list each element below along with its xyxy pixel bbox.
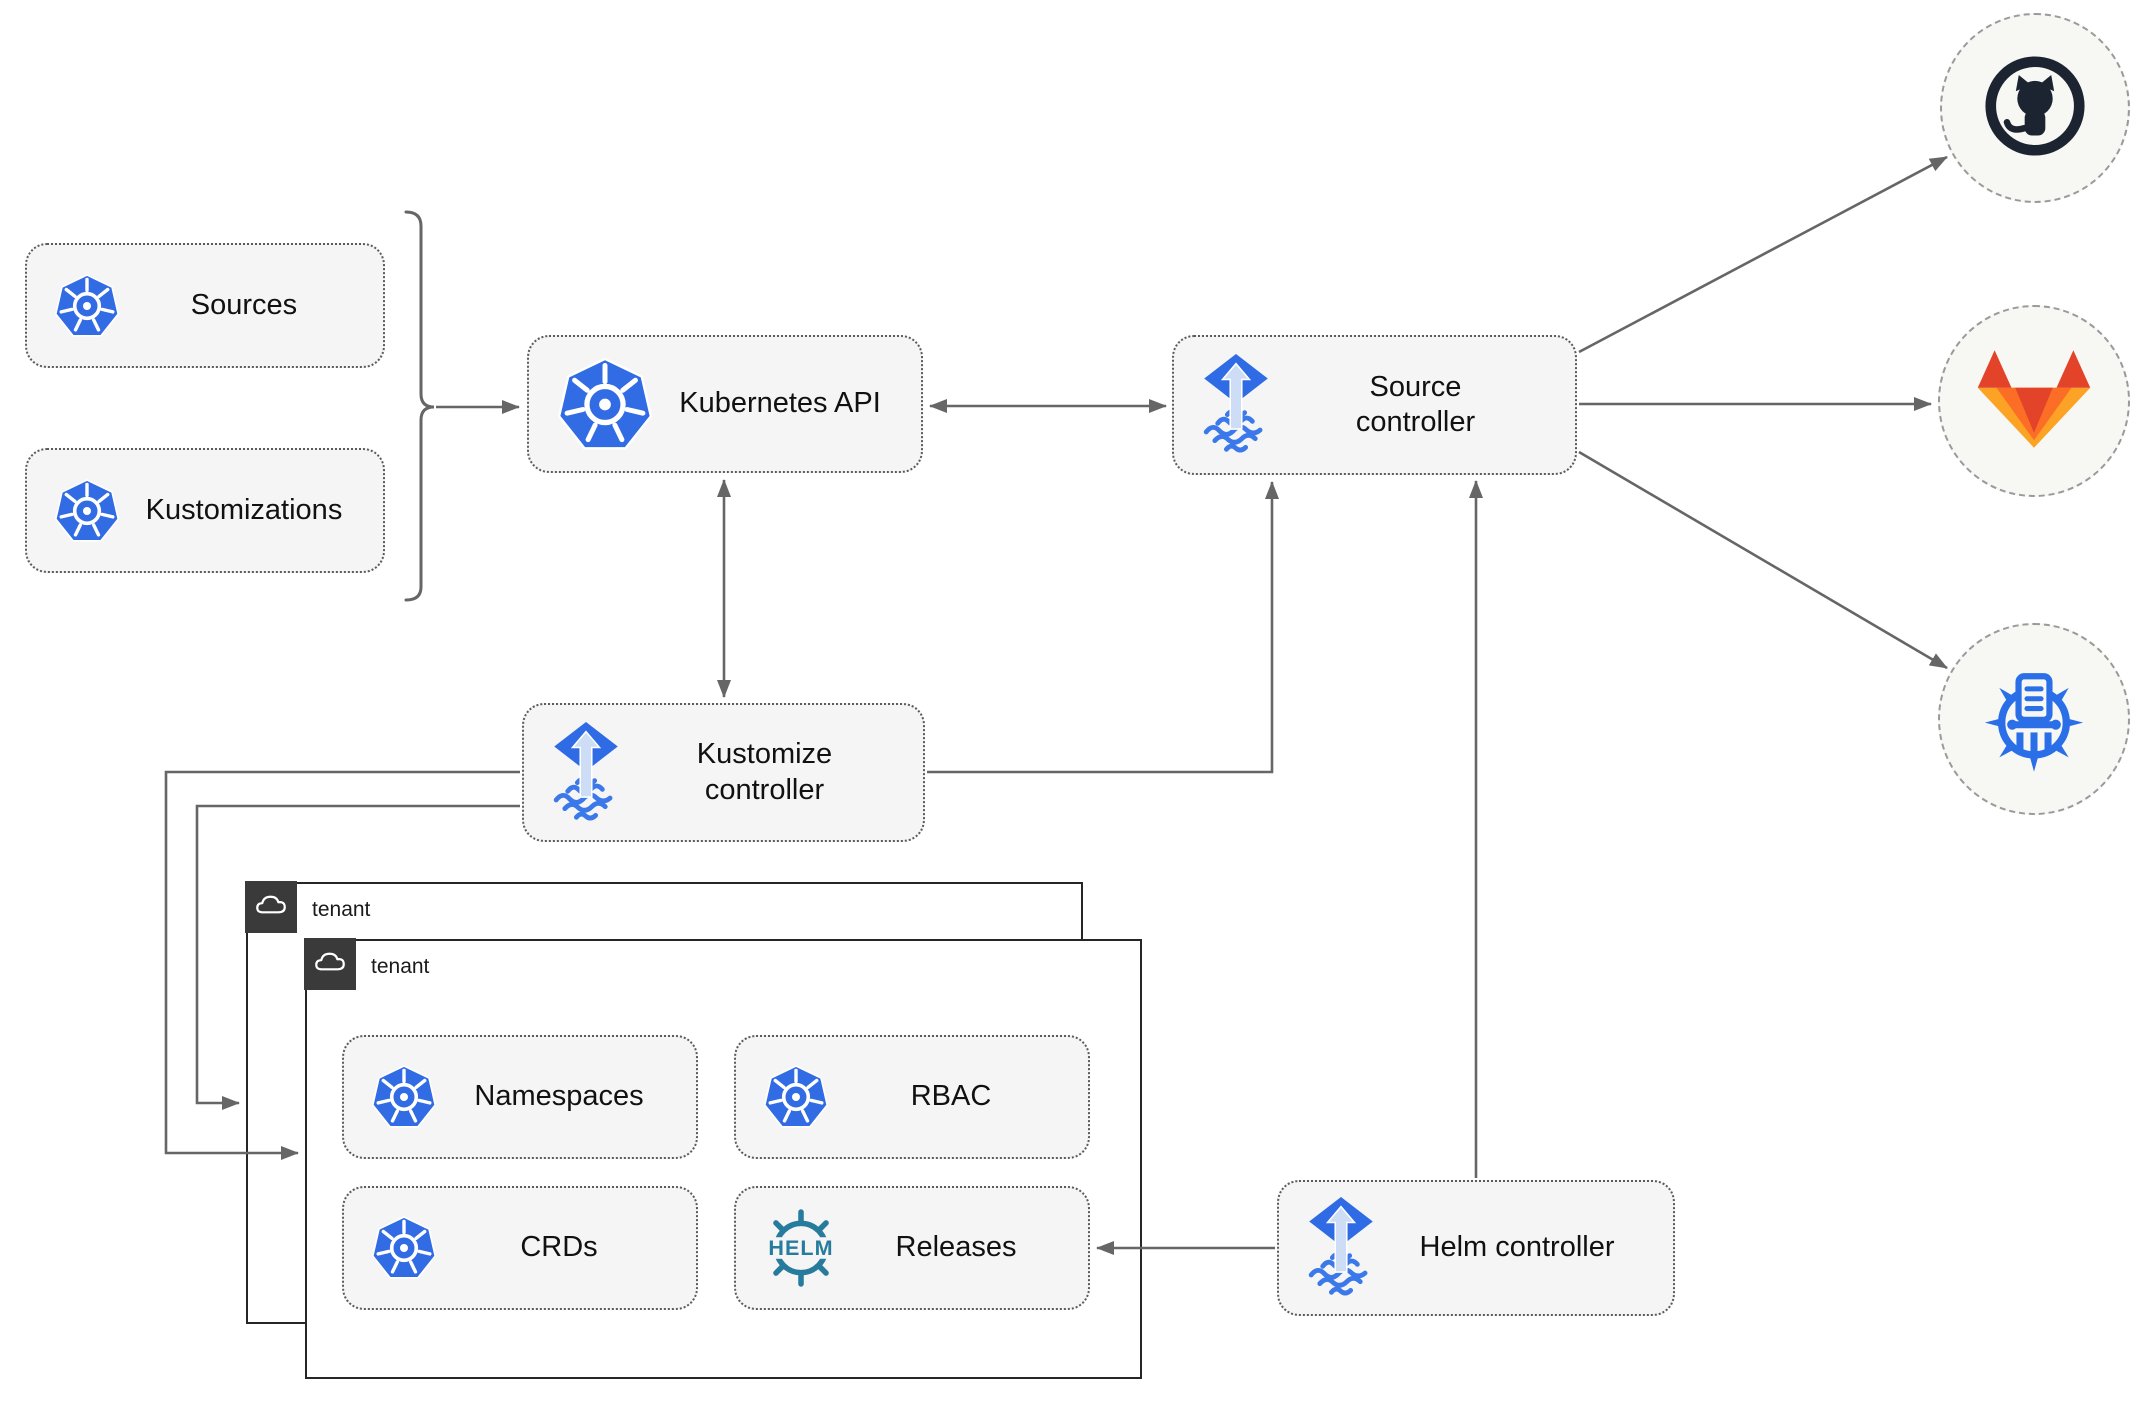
node-kustomizations: Kustomizations [25,448,385,573]
endpoint-gitlab [1938,305,2130,497]
endpoint-chart-registry [1938,623,2130,815]
tenant-badge [304,938,357,991]
node-label: CRDs [520,1231,598,1264]
gitlab-icon [1974,346,2094,457]
tenant-group-front: tenant [304,938,1142,1379]
kubernetes-icon [370,1215,438,1281]
kubernetes-icon [370,1064,438,1130]
kubernetes-icon [762,1064,830,1130]
node-kubernetes-api: Kubernetes API [527,335,923,473]
flux-icon [550,721,622,825]
tenant-label: tenant [371,955,430,978]
node-label: Releases [895,1231,1017,1264]
node-label: Helm controller [1419,1231,1615,1264]
node-crds: CRDs [342,1186,698,1310]
node-namespaces: Namespaces [342,1035,698,1159]
node-label: Kustomizations [145,493,343,526]
node-kustomize-controller: Kustomize controller [522,703,925,842]
flux-icon [1200,353,1272,457]
endpoint-github [1940,13,2130,203]
cloud-icon [314,951,346,978]
node-helm-controller: Helm controller [1277,1180,1675,1316]
chart-registry-icon [1975,658,2093,781]
node-label: Source controller [1355,370,1476,438]
node-label: Kustomize controller [696,738,833,806]
tenant-badge [245,881,298,934]
kubernetes-icon [53,273,121,339]
tenant-label: tenant [312,898,371,921]
node-sources: Sources [25,243,385,368]
kubernetes-icon [53,478,121,544]
svg-text:HELM: HELM [768,1235,833,1260]
node-label: Kubernetes API [679,387,881,420]
connector-source-to-registry [1578,450,1948,670]
connector-kustomize-to-source [927,481,1279,774]
connector-source-to-github [1578,155,1948,354]
kubernetes-icon [555,356,655,453]
node-label: Namespaces [474,1080,644,1113]
node-label: RBAC [910,1080,992,1113]
node-releases: HELM Releases [734,1186,1090,1310]
node-source-controller: Source controller [1172,335,1577,475]
node-rbac: RBAC [734,1035,1090,1159]
flux-icon [1305,1196,1377,1300]
node-label: Sources [190,288,298,321]
helm-icon: HELM [762,1209,840,1287]
github-icon [1976,47,2094,170]
cloud-icon [255,894,287,921]
brace-sources-group [404,210,435,602]
